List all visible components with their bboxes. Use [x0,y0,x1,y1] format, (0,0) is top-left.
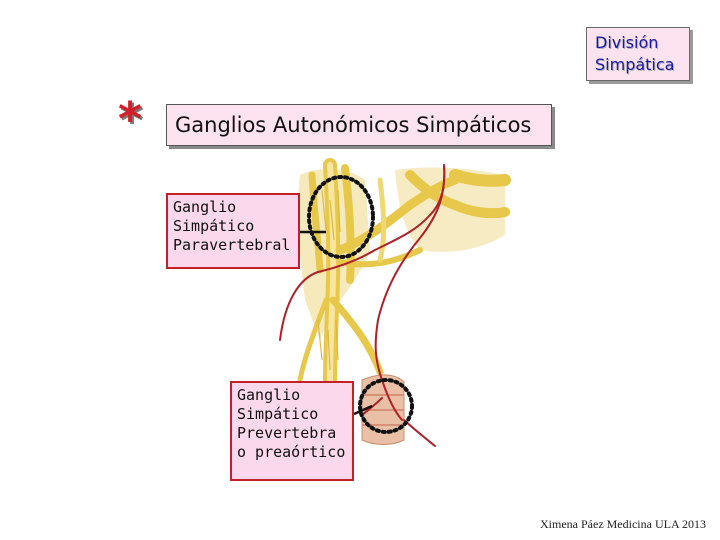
paravertebral-ganglion-label: Ganglio Simpático Paravertebral [166,193,300,269]
paravertebral-line2: Simpático [173,217,255,235]
prevertebral-ganglion-label: Ganglio Simpático Prevertebra o preaórti… [230,381,354,481]
nerve-strands [317,189,341,371]
paravertebral-ganglion-highlight [307,175,375,259]
prevertebral-leader-line [353,404,373,416]
prevertebral-ganglion-highlight [358,378,414,434]
paravertebral-line3: Paravertebral [173,236,291,254]
author-credit: Ximena Páez Medicina ULA 2013 [540,517,706,531]
sympathetic-fibers [279,164,446,447]
asterisk-marker: * [118,92,143,146]
paravertebral-line1: Ganglio [173,198,237,216]
prevertebral-line4: o preaórtico [237,443,346,461]
section-label-line2: Simpática [595,55,675,74]
section-label-line1: División [595,33,659,52]
prevertebral-line1: Ganglio [237,386,301,404]
sympathetic-chain [297,158,511,387]
section-label-box: División Simpática [586,27,690,81]
prevertebral-line2: Simpático [237,405,319,423]
slide-title: Ganglios Autonómicos Simpáticos [166,104,552,146]
prevertebral-line3: Prevertebra [237,424,337,442]
